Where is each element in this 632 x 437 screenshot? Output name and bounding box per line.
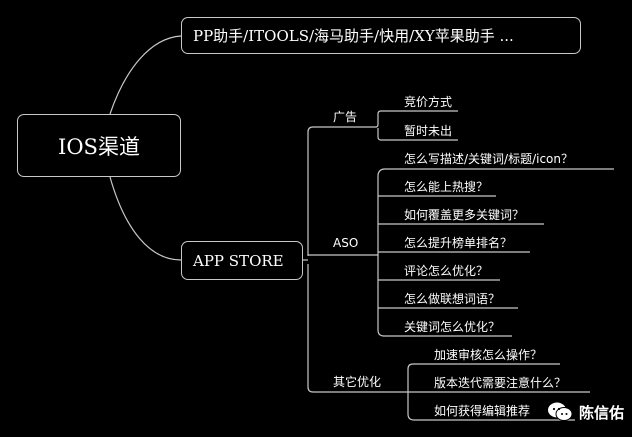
root-node[interactable]: IOS渠道 (17, 114, 181, 177)
other-group-label: 其它优化 (333, 375, 382, 389)
app-store-label: APP STORE (193, 251, 284, 270)
root-node-label: IOS渠道 (58, 134, 140, 159)
ads-item[interactable]: 竞价方式 (404, 95, 453, 109)
app-store-node[interactable]: APP STORE (181, 241, 303, 280)
aso-item[interactable]: 怎么写描述/关键词/标题/icon？ (404, 152, 574, 166)
connector-aso-bracket (372, 168, 614, 256)
aso-item[interactable]: 如何覆盖更多关键词？ (404, 208, 525, 222)
connector-root-top (109, 35, 182, 115)
other-item[interactable]: 如何获得编辑推荐 (434, 404, 531, 418)
connector-ads-bracket (372, 110, 458, 128)
other-item[interactable]: 加速审核怎么操作？ (434, 348, 543, 362)
connector-ads-bottom (377, 128, 458, 141)
connector-other-spine (407, 392, 575, 421)
third-party-stores-node[interactable]: PP助手/ITOOLS/海马助手/快用/XY苹果助手 ... (181, 17, 581, 54)
connector-other-bracket (404, 363, 560, 393)
aso-item[interactable]: 怎么提升榜单排名？ (404, 236, 513, 250)
connector-app-ads (307, 126, 372, 256)
aso-item[interactable]: 评论怎么优化？ (404, 264, 489, 278)
ads-item[interactable]: 暂时未出 (404, 124, 453, 138)
watermark-text: 陈信佑 (578, 403, 624, 422)
ads-group-label: 广告 (333, 110, 358, 124)
wechat-icon (547, 401, 573, 423)
aso-item[interactable]: 怎么能上热搜？ (404, 180, 489, 194)
watermark: 陈信佑 (547, 401, 624, 423)
connector-app-other (307, 264, 404, 393)
third-party-stores-label: PP助手/ITOOLS/海马助手/快用/XY苹果助手 ... (193, 27, 514, 45)
aso-item[interactable]: 关键词怎么优化？ (404, 320, 501, 334)
connector-aso-spine (377, 255, 512, 337)
connector-root-app (109, 176, 182, 261)
aso-item[interactable]: 怎么做联想词语？ (404, 292, 501, 306)
other-item[interactable]: 版本迭代需要注意什么？ (434, 376, 567, 390)
aso-group-label: ASO (333, 236, 359, 250)
